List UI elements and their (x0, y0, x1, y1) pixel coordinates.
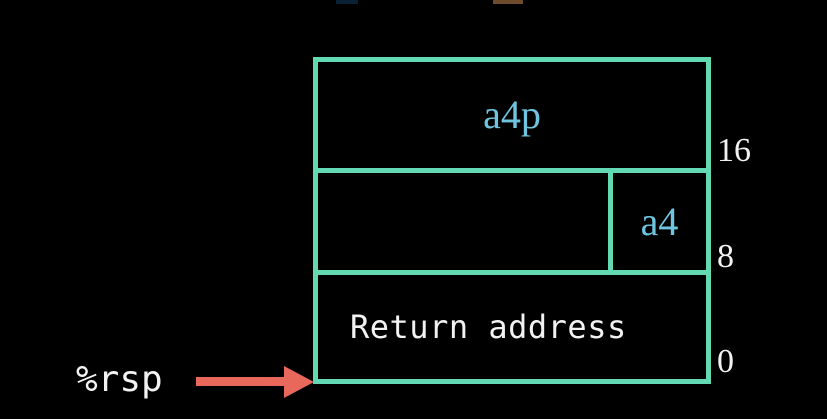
stack-slot-a4-label: a4 (640, 198, 679, 244)
stack-slot-a4-row: a4 (318, 168, 706, 275)
cropped-title-remnant-left (336, 0, 358, 4)
rsp-arrow-shaft (196, 377, 286, 386)
stack-frame-box: a4p a4 Return address (313, 57, 711, 384)
stack-slot-padding-cell (318, 173, 613, 270)
stack-slot-a4p-label: a4p (483, 92, 541, 137)
offset-label-16: 16 (717, 132, 751, 169)
offset-label-8: 8 (717, 238, 734, 275)
stack-slot-a4-cell: a4 (613, 173, 706, 270)
offset-label-0: 0 (717, 343, 734, 380)
stack-slot-return-address-label: Return address (350, 308, 627, 346)
stack-slot-return-address: Return address (318, 275, 706, 379)
cropped-title-remnant-right (493, 0, 523, 4)
rsp-register-label: %rsp (76, 359, 163, 400)
rsp-arrow-head-icon (284, 366, 314, 398)
stack-slot-a4p: a4p (318, 62, 706, 168)
